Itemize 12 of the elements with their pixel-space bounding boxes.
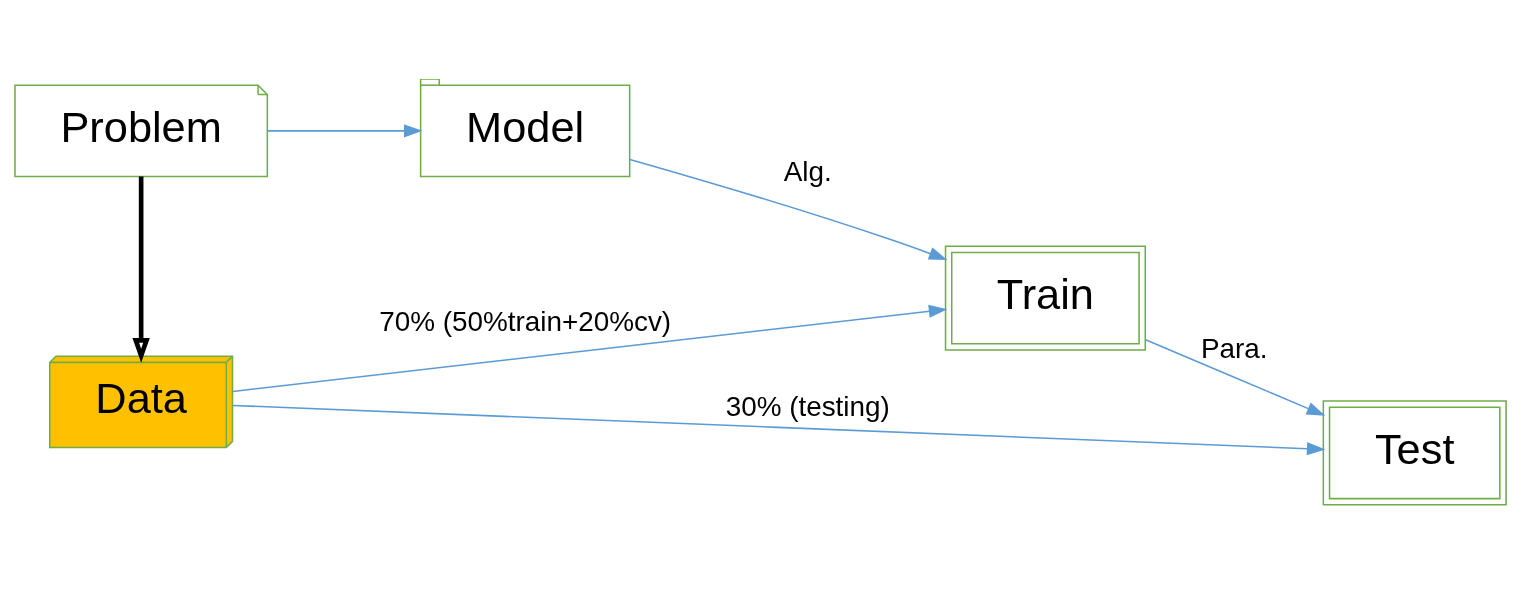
arrow — [1144, 339, 1326, 416]
edge-label: 30% (testing) — [725, 391, 890, 423]
edge-label: Para. — [1201, 332, 1268, 364]
arrow — [266, 124, 423, 138]
node-box: Test — [1322, 400, 1507, 506]
arrow — [232, 304, 948, 393]
arrow — [132, 176, 150, 363]
edge-label: 70% (50%train+20%cv) — [379, 306, 672, 338]
arrow — [629, 158, 948, 260]
arrow — [231, 404, 1326, 456]
node-box: Train — [944, 245, 1147, 351]
edge-label: Alg. — [783, 156, 832, 188]
